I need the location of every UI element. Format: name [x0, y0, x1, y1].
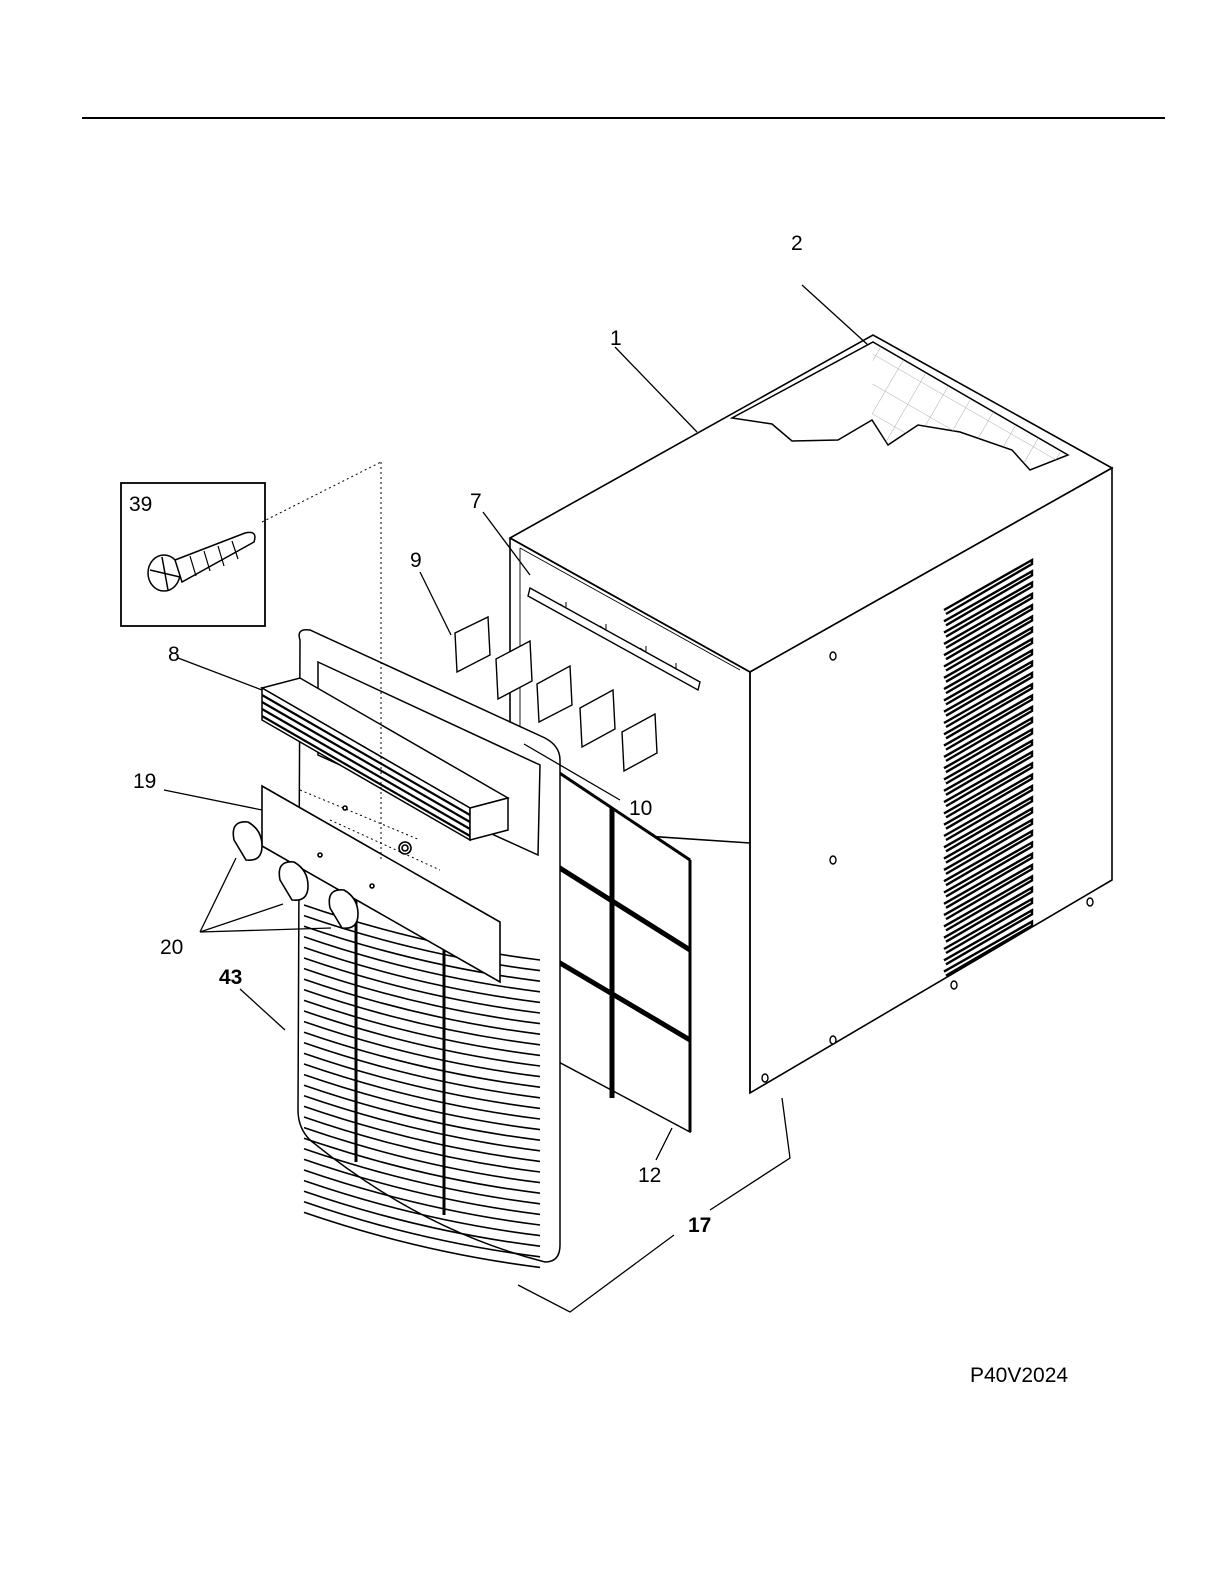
callout-2: 2 — [791, 232, 803, 255]
callout-10: 10 — [629, 797, 652, 820]
callout-7: 7 — [470, 490, 482, 513]
callout-9: 9 — [410, 549, 422, 572]
drawing-id: P40V2024 — [970, 1364, 1068, 1387]
callout-17: 17 — [688, 1214, 711, 1237]
air-filter — [555, 770, 690, 1132]
callout-8: 8 — [168, 643, 180, 666]
callout-19: 19 — [133, 770, 156, 793]
callout-43: 43 — [219, 966, 242, 989]
callout-20: 20 — [160, 936, 183, 959]
callout-39: 39 — [129, 493, 152, 516]
callout-1: 1 — [610, 327, 622, 350]
callout-12: 12 — [638, 1164, 661, 1187]
